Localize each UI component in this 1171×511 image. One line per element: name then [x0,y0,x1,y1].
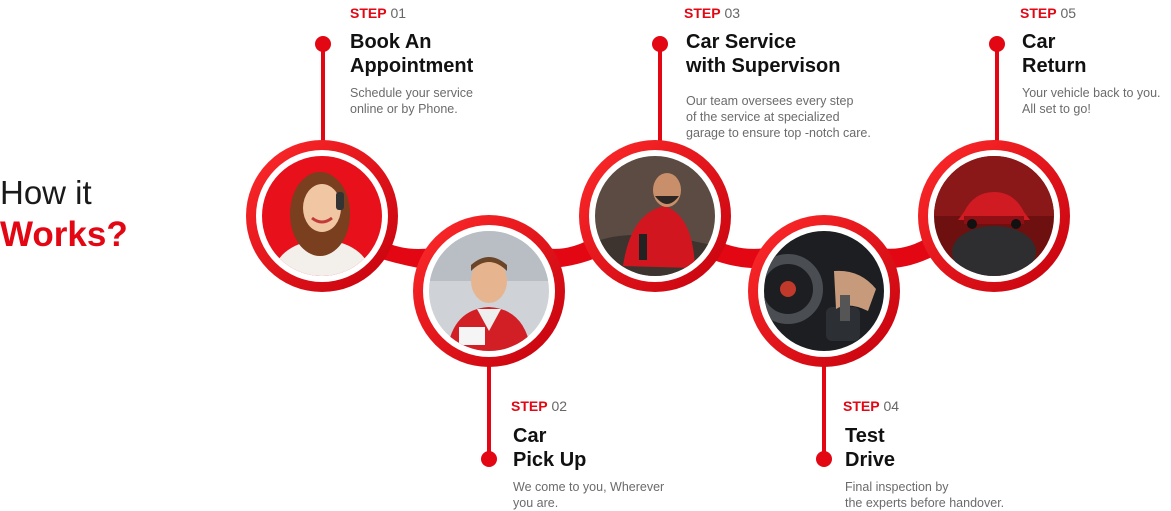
step-3-number: 03 [724,5,741,21]
step-stems [321,44,999,459]
step-1-photo [262,156,382,276]
step-4-description: Final inspection by the experts before h… [845,479,1004,511]
step-5-number: 05 [1060,5,1077,21]
step-2-word: STEP [511,398,548,414]
step-4-desc-line-2: the experts before handover. [845,496,1005,510]
step-3-photo [595,156,715,276]
step-4-title: Test Drive [845,424,895,472]
step-5-title-line-2: Return [1022,55,1087,77]
step-3-desc-line-2: of the service at specialized [686,110,840,124]
step-1-label: STEP 01 [350,5,406,21]
step-3-title-line-2: with Supervison [686,55,841,77]
section-heading: How it Works? [0,172,128,256]
step-3-description: Our team oversees every step of the serv… [686,93,871,141]
step-3-word: STEP [684,5,721,21]
heading-line-1: How it [0,174,92,211]
step-5-photo [934,156,1054,276]
step-1-desc-line-2: online or by Phone. [350,102,458,116]
heading-line-2: Works? [0,215,128,254]
step-4-word: STEP [843,398,880,414]
step-2-label: STEP 02 [511,398,567,414]
step-5-label: STEP 05 [1020,5,1076,21]
step-2-desc-line-2: you are. [513,496,559,510]
step-1-title-line-1: Book An [350,31,432,53]
step-3-title: Car Service with Supervison [686,30,840,78]
step-4-title-line-2: Drive [845,449,896,471]
step-2-title-line-1: Car [513,425,547,447]
step-2-description: We come to you, Wherever you are. [513,479,664,511]
step-1-title-line-2: Appointment [350,55,474,77]
step-5-desc-line-1: Your vehicle back to you. [1022,86,1161,100]
step-5-title-line-1: Car [1022,31,1056,53]
step-5-word: STEP [1020,5,1057,21]
step-3-title-line-1: Car Service [686,31,797,53]
step-4-title-line-1: Test [845,425,885,447]
step-5-title: Car Return [1022,30,1086,78]
step-4-number: 04 [883,398,900,414]
step-2-title: Car Pick Up [513,424,586,472]
step-3-desc-line-1: Our team oversees every step [686,94,854,108]
step-2-photo [429,231,549,351]
step-1-description: Schedule your service online or by Phone… [350,85,473,117]
step-2-number: 02 [551,398,568,414]
step-5-description: Your vehicle back to you. All set to go! [1022,85,1161,117]
step-1-desc-line-1: Schedule your service [350,86,473,100]
step-5-desc-line-2: All set to go! [1022,102,1091,116]
step-4-photo [764,231,884,351]
step-1-word: STEP [350,5,387,21]
step-4-desc-line-1: Final inspection by [845,480,949,494]
step-1-title: Book An Appointment [350,30,473,78]
step-2-title-line-2: Pick Up [513,449,587,471]
step-3-desc-line-3: garage to ensure top -notch care. [686,126,871,140]
step-2-desc-line-1: We come to you, Wherever [513,480,665,494]
step-dots [315,36,1005,467]
step-3-label: STEP 03 [684,5,740,21]
step-1-number: 01 [390,5,407,21]
step-4-label: STEP 04 [843,398,899,414]
